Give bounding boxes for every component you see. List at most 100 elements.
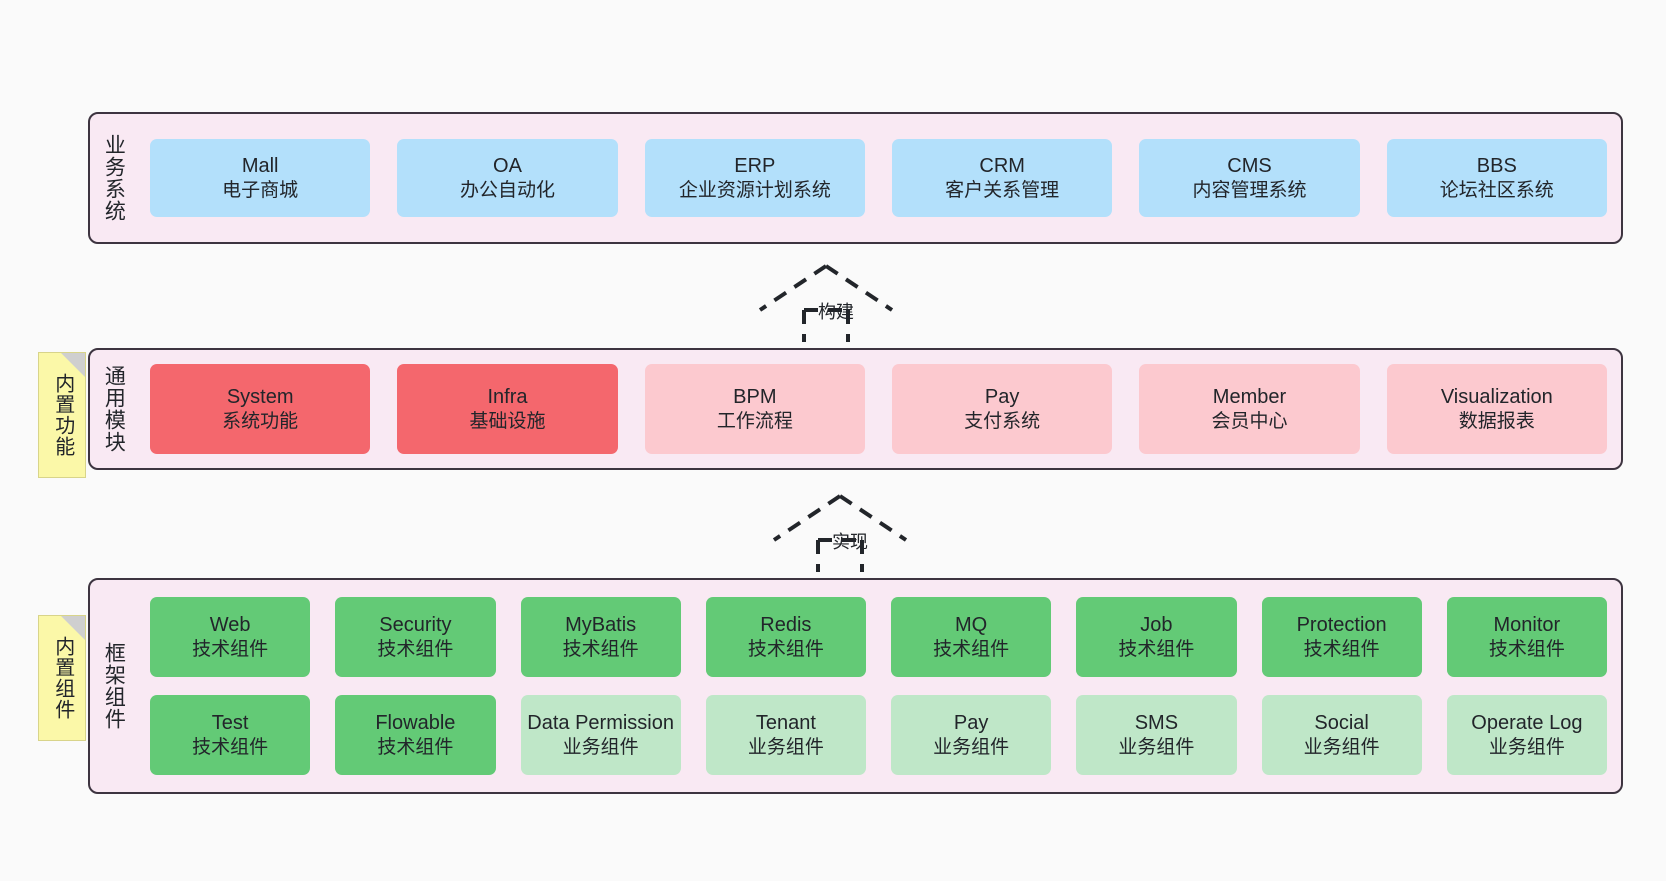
card-test[interactable]: Test 技术组件 <box>150 695 311 775</box>
card-social[interactable]: Social 业务组件 <box>1261 695 1422 775</box>
note-builtin-component: 内置组件 <box>38 615 86 741</box>
card-monitor[interactable]: Monitor 技术组件 <box>1446 597 1607 677</box>
card-protection[interactable]: Protection 技术组件 <box>1261 597 1422 677</box>
card-visualization-name: Visualization <box>1440 385 1553 408</box>
card-mall-name: Mall <box>241 154 279 177</box>
layer-common-title: 通用模块 <box>102 365 126 453</box>
card-social-sub: 业务组件 <box>1303 736 1380 758</box>
layer-business-body: Mall 电子商城 OA 办公自动化 ERP 企业资源计划系统 CRM 客户关系… <box>136 114 1621 242</box>
card-erp[interactable]: ERP 企业资源计划系统 <box>644 139 865 217</box>
card-protection-sub: 技术组件 <box>1303 638 1380 660</box>
card-job-name: Job <box>1140 613 1173 636</box>
card-redis-sub: 技术组件 <box>747 638 824 660</box>
card-job-sub: 技术组件 <box>1118 638 1195 660</box>
connector-build-glyph <box>758 264 894 342</box>
card-bpm[interactable]: BPM 工作流程 <box>644 364 865 454</box>
connector-build-label: 构建 <box>818 302 854 322</box>
card-pay-module-sub: 支付系统 <box>964 410 1041 432</box>
card-member[interactable]: Member 会员中心 <box>1139 364 1360 454</box>
card-data-permission-sub: 业务组件 <box>562 736 639 758</box>
layer-framework-row-2: Test 技术组件 Flowable 技术组件 Data Permission … <box>150 695 1607 775</box>
card-crm-name: CRM <box>979 154 1025 177</box>
card-security[interactable]: Security 技术组件 <box>335 597 496 677</box>
card-mybatis-name: MyBatis <box>565 613 637 636</box>
card-web-name: Web <box>209 613 251 636</box>
layer-business-title: 业务系统 <box>102 134 126 222</box>
card-cms-sub: 内容管理系统 <box>1192 179 1307 201</box>
card-system-sub: 系统功能 <box>222 410 299 432</box>
card-test-sub: 技术组件 <box>192 736 269 758</box>
card-crm[interactable]: CRM 客户关系管理 <box>891 139 1113 217</box>
card-mall[interactable]: Mall 电子商城 <box>150 139 371 217</box>
card-pay-component[interactable]: Pay 业务组件 <box>891 695 1052 775</box>
card-sms-sub: 业务组件 <box>1118 736 1195 758</box>
card-mq-sub: 技术组件 <box>933 638 1010 660</box>
card-mq-name: MQ <box>955 613 988 636</box>
card-web-sub: 技术组件 <box>192 638 269 660</box>
connector-build: 构建 <box>756 262 896 342</box>
card-bpm-sub: 工作流程 <box>716 410 793 432</box>
card-mq[interactable]: MQ 技术组件 <box>891 597 1052 677</box>
card-infra[interactable]: Infra 基础设施 <box>397 364 618 454</box>
card-oa[interactable]: OA 办公自动化 <box>397 139 618 217</box>
card-flowable-name: Flowable <box>375 711 456 734</box>
card-test-name: Test <box>211 711 249 734</box>
layer-framework-title: 框架组件 <box>102 642 126 730</box>
card-bbs-sub: 论坛社区系统 <box>1439 179 1554 201</box>
card-mybatis[interactable]: MyBatis 技术组件 <box>520 597 681 677</box>
note-builtin-function: 内置功能 <box>38 352 86 478</box>
card-infra-name: Infra <box>487 385 528 408</box>
card-pay-module-name: Pay <box>984 385 1020 408</box>
card-sms-name: SMS <box>1134 711 1179 734</box>
layer-business: 业务系统 Mall 电子商城 OA 办公自动化 ERP 企业资源计划系统 CRM… <box>88 112 1623 244</box>
card-monitor-sub: 技术组件 <box>1488 638 1565 660</box>
card-operate-log-name: Operate Log <box>1471 711 1583 734</box>
card-crm-sub: 客户关系管理 <box>945 179 1060 201</box>
layer-framework: 框架组件 Web 技术组件 Security 技术组件 MyBatis 技术组件… <box>88 578 1623 794</box>
card-flowable-sub: 技术组件 <box>377 736 454 758</box>
note-builtin-component-label: 内置组件 <box>51 636 74 720</box>
card-data-permission-name: Data Permission <box>527 711 674 734</box>
card-oa-name: OA <box>493 154 522 177</box>
card-member-sub: 会员中心 <box>1211 410 1288 432</box>
card-monitor-name: Monitor <box>1493 613 1561 636</box>
card-operate-log[interactable]: Operate Log 业务组件 <box>1446 695 1607 775</box>
card-bbs-name: BBS <box>1476 154 1517 177</box>
card-data-permission[interactable]: Data Permission 业务组件 <box>520 695 681 775</box>
card-tenant-sub: 业务组件 <box>747 736 824 758</box>
card-visualization[interactable]: Visualization 数据报表 <box>1386 364 1607 454</box>
card-redis[interactable]: Redis 技术组件 <box>705 597 866 677</box>
card-erp-name: ERP <box>734 154 776 177</box>
card-job[interactable]: Job 技术组件 <box>1076 597 1237 677</box>
card-bpm-name: BPM <box>733 385 777 408</box>
card-web[interactable]: Web 技术组件 <box>150 597 311 677</box>
card-visualization-sub: 数据报表 <box>1458 410 1535 432</box>
card-flowable[interactable]: Flowable 技术组件 <box>335 695 496 775</box>
layer-common: 通用模块 System 系统功能 Infra 基础设施 BPM 工作流程 Pay… <box>88 348 1623 470</box>
layer-framework-row-1: Web 技术组件 Security 技术组件 MyBatis 技术组件 Redi… <box>150 597 1607 677</box>
card-mybatis-sub: 技术组件 <box>562 638 639 660</box>
card-pay-component-name: Pay <box>953 711 989 734</box>
card-cms[interactable]: CMS 内容管理系统 <box>1139 139 1360 217</box>
card-erp-sub: 企业资源计划系统 <box>678 179 831 201</box>
connector-implement-glyph <box>772 494 908 572</box>
note-builtin-function-label: 内置功能 <box>51 373 74 457</box>
card-oa-sub: 办公自动化 <box>459 179 555 201</box>
card-mall-sub: 电子商城 <box>222 179 299 201</box>
card-sms[interactable]: SMS 业务组件 <box>1076 695 1237 775</box>
card-tenant[interactable]: Tenant 业务组件 <box>705 695 866 775</box>
card-cms-name: CMS <box>1227 154 1272 177</box>
connector-implement: 实现 <box>770 492 910 572</box>
card-bbs[interactable]: BBS 论坛社区系统 <box>1386 139 1607 217</box>
card-operate-log-sub: 业务组件 <box>1488 736 1565 758</box>
layer-common-row: System 系统功能 Infra 基础设施 BPM 工作流程 Pay 支付系统… <box>150 364 1607 454</box>
layer-common-body: System 系统功能 Infra 基础设施 BPM 工作流程 Pay 支付系统… <box>136 350 1621 468</box>
layer-framework-body: Web 技术组件 Security 技术组件 MyBatis 技术组件 Redi… <box>136 580 1621 792</box>
card-pay-module[interactable]: Pay 支付系统 <box>891 364 1113 454</box>
card-tenant-name: Tenant <box>755 711 816 734</box>
card-pay-component-sub: 业务组件 <box>933 736 1010 758</box>
card-system[interactable]: System 系统功能 <box>150 364 371 454</box>
card-security-name: Security <box>379 613 452 636</box>
connector-implement-label: 实现 <box>832 532 868 552</box>
